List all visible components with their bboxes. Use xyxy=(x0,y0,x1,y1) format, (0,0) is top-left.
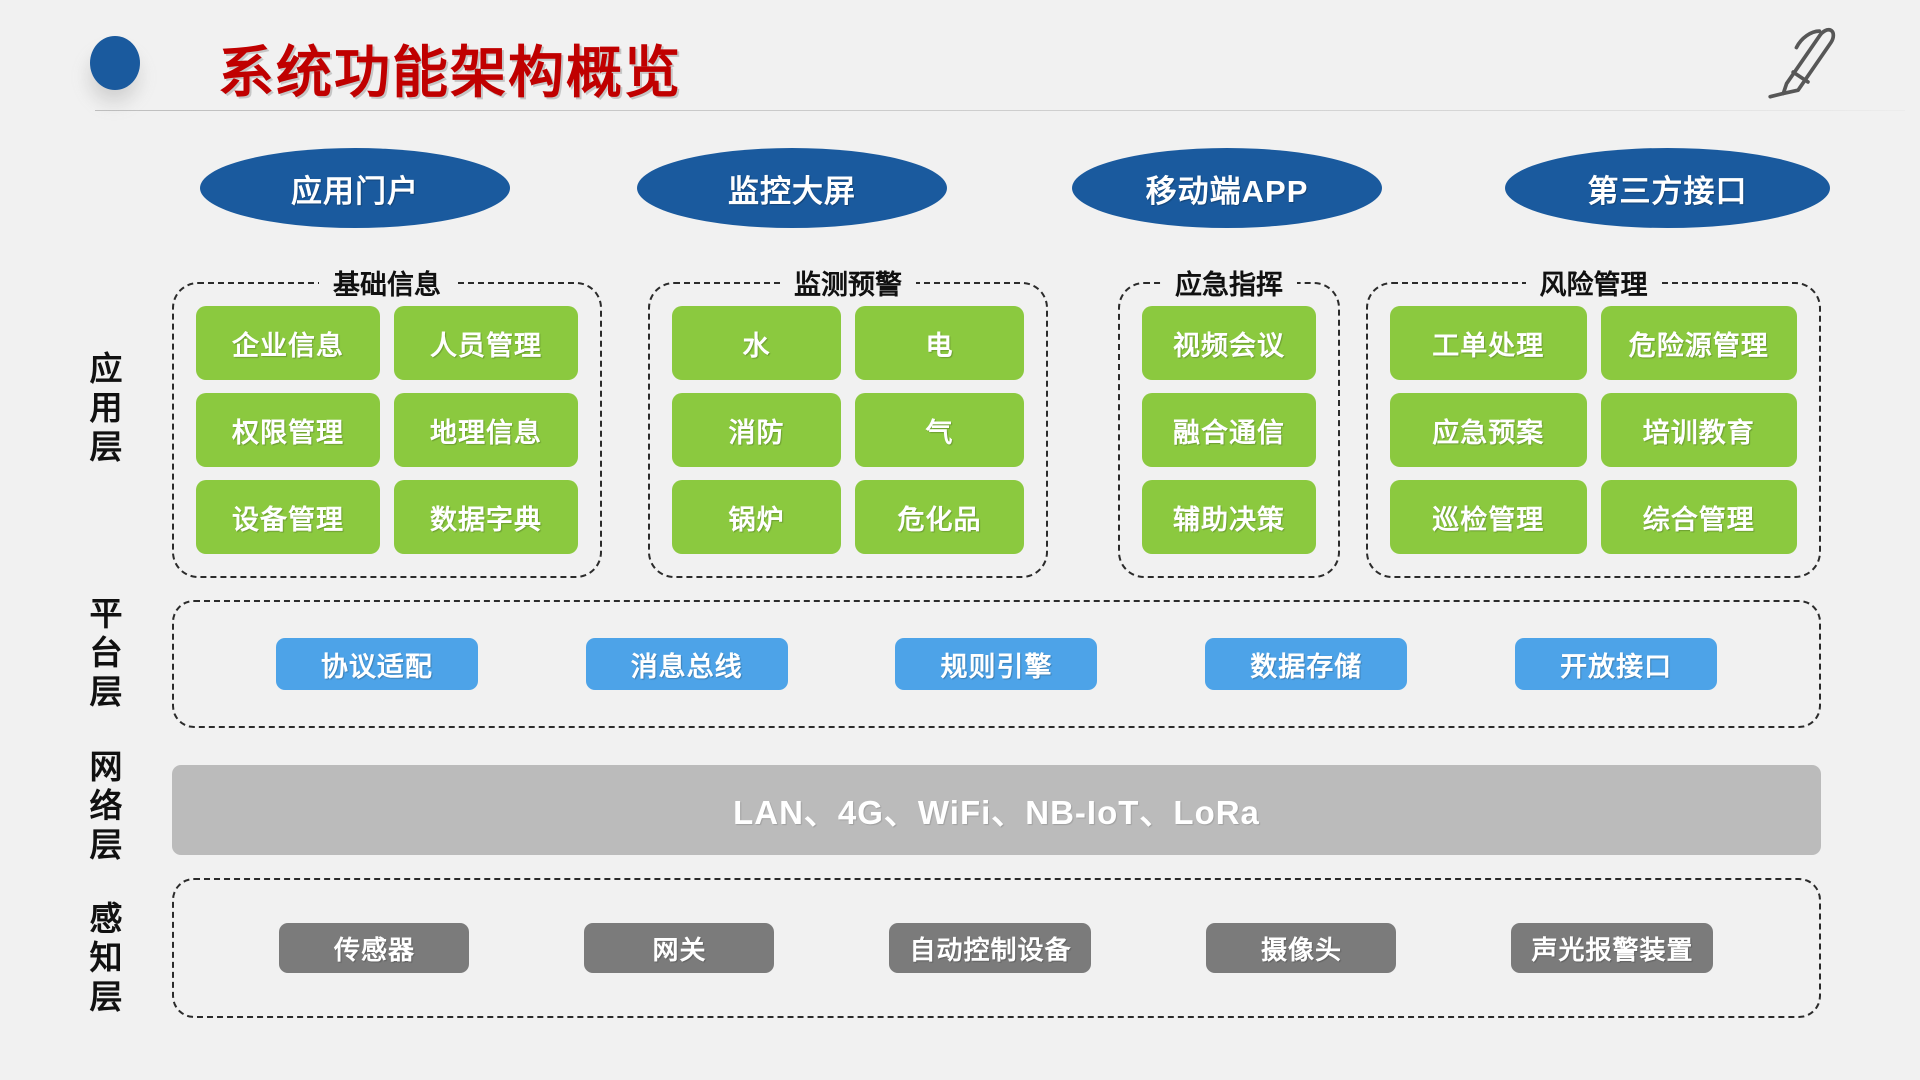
app-group-grid: 工单处理 危险源管理 应急预案 培训教育 巡检管理 综合管理 xyxy=(1390,306,1797,554)
sensing-item[interactable]: 声光报警装置 xyxy=(1511,923,1714,973)
app-item[interactable]: 辅助决策 xyxy=(1142,480,1316,554)
layer-label-char: 平 xyxy=(89,595,123,632)
portal-monitor-screen[interactable]: 监控大屏 xyxy=(637,148,947,228)
app-item[interactable]: 消防 xyxy=(672,393,841,467)
layer-label-char: 层 xyxy=(89,977,123,1015)
layer-label-char: 层 xyxy=(89,825,123,863)
app-group-title: 应急指挥 xyxy=(1161,263,1297,302)
platform-item[interactable]: 协议适配 xyxy=(275,638,478,690)
pen-icon xyxy=(1768,27,1836,99)
page-title: 系统功能架构概览 xyxy=(218,41,682,104)
sensing-item[interactable]: 网关 xyxy=(584,923,775,973)
app-item[interactable]: 培训教育 xyxy=(1600,393,1797,467)
header-divider xyxy=(95,110,1905,111)
app-item[interactable]: 设备管理 xyxy=(196,480,380,554)
platform-item[interactable]: 开放接口 xyxy=(1515,638,1718,690)
app-item[interactable]: 应急预案 xyxy=(1390,393,1587,467)
app-item[interactable]: 危险源管理 xyxy=(1600,306,1797,380)
layer-label-char: 台 xyxy=(89,633,123,671)
network-layer-text: LAN、4G、WiFi、NB-IoT、LoRa xyxy=(733,794,1260,831)
sensing-item[interactable]: 自动控制设备 xyxy=(889,923,1092,973)
layer-label-char: 网 xyxy=(89,748,123,785)
app-group-title: 基础信息 xyxy=(319,263,455,302)
platform-item[interactable]: 规则引擎 xyxy=(895,638,1098,690)
app-group-emergency-command: 应急指挥 视频会议 融合通信 辅助决策 xyxy=(1118,263,1340,578)
layer-label-char: 层 xyxy=(89,672,123,710)
app-item[interactable]: 地理信息 xyxy=(394,393,578,467)
app-item[interactable]: 锅炉 xyxy=(672,480,841,554)
network-layer-band: LAN、4G、WiFi、NB-IoT、LoRa xyxy=(172,765,1821,855)
app-group-grid: 水 电 消防 气 锅炉 危化品 xyxy=(672,306,1024,554)
app-group-grid: 企业信息 人员管理 权限管理 地理信息 设备管理 数据字典 xyxy=(196,306,578,554)
portal-app-portal[interactable]: 应用门户 xyxy=(200,148,510,228)
app-item[interactable]: 工单处理 xyxy=(1390,306,1587,380)
app-item[interactable]: 水 xyxy=(672,306,841,380)
platform-item[interactable]: 消息总线 xyxy=(585,638,788,690)
portal-row: 应用门户 监控大屏 移动端APP 第三方接口 xyxy=(200,148,1830,228)
sensing-layer: 传感器 网关 自动控制设备 摄像头 声光报警装置 xyxy=(172,878,1821,1018)
app-item[interactable]: 电 xyxy=(855,306,1024,380)
layer-label-sensing: 感 知 层 xyxy=(78,900,134,1017)
app-item[interactable]: 气 xyxy=(855,393,1024,467)
layer-label-char: 络 xyxy=(89,786,123,824)
sensing-item[interactable]: 传感器 xyxy=(279,923,470,973)
layer-label-char: 知 xyxy=(89,938,123,976)
layer-label-char: 用 xyxy=(89,388,123,426)
layer-label-platform: 平 台 层 xyxy=(78,595,134,712)
app-group-monitoring-alert: 监测预警 水 电 消防 气 锅炉 危化品 xyxy=(648,263,1048,578)
app-group-risk-management: 风险管理 工单处理 危险源管理 应急预案 培训教育 巡检管理 综合管理 xyxy=(1366,263,1821,578)
app-item[interactable]: 巡检管理 xyxy=(1390,480,1587,554)
layer-label-char: 感 xyxy=(89,900,123,937)
sensing-item[interactable]: 摄像头 xyxy=(1206,923,1397,973)
page-header: 系统功能架构概览 xyxy=(0,0,1920,114)
layer-label-network: 网 络 层 xyxy=(78,748,134,865)
app-item[interactable]: 融合通信 xyxy=(1142,393,1316,467)
app-item[interactable]: 数据字典 xyxy=(394,480,578,554)
bullet-circle-icon xyxy=(90,36,140,90)
platform-item[interactable]: 数据存储 xyxy=(1205,638,1408,690)
portal-mobile-app[interactable]: 移动端APP xyxy=(1072,148,1382,228)
layer-label-application: 应 用 层 xyxy=(78,350,134,467)
app-item[interactable]: 综合管理 xyxy=(1600,480,1797,554)
app-item[interactable]: 危化品 xyxy=(855,480,1024,554)
platform-layer: 协议适配 消息总线 规则引擎 数据存储 开放接口 xyxy=(172,600,1821,728)
application-layer: 基础信息 企业信息 人员管理 权限管理 地理信息 设备管理 数据字典 监测预警 … xyxy=(0,262,1920,582)
app-item[interactable]: 权限管理 xyxy=(196,393,380,467)
app-item[interactable]: 人员管理 xyxy=(394,306,578,380)
app-group-basic-info: 基础信息 企业信息 人员管理 权限管理 地理信息 设备管理 数据字典 xyxy=(172,263,602,578)
layer-label-char: 应 xyxy=(89,350,123,387)
app-group-title: 监测预警 xyxy=(780,263,916,302)
app-item[interactable]: 视频会议 xyxy=(1142,306,1316,380)
app-item[interactable]: 企业信息 xyxy=(196,306,380,380)
app-group-grid: 视频会议 融合通信 辅助决策 xyxy=(1142,306,1316,554)
app-group-title: 风险管理 xyxy=(1525,263,1662,302)
layer-label-char: 层 xyxy=(89,427,123,465)
portal-third-party-interface[interactable]: 第三方接口 xyxy=(1505,148,1830,228)
